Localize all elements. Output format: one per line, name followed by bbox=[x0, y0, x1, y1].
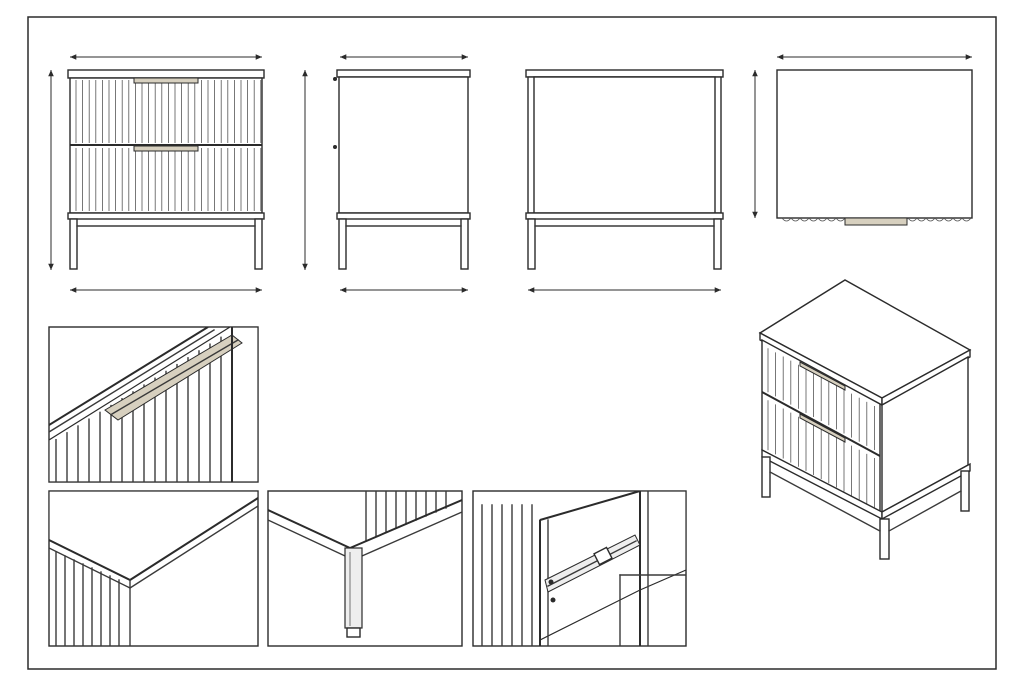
sheet-border bbox=[27, 16, 997, 670]
front-base-rail bbox=[67, 212, 265, 220]
front-view bbox=[48, 54, 265, 293]
flute-scallop bbox=[799, 217, 810, 222]
flute-scallop bbox=[916, 217, 927, 222]
side-handle-lower bbox=[333, 145, 337, 149]
side-right-leg bbox=[460, 218, 469, 270]
flute-scallop bbox=[790, 217, 801, 222]
flute-scallop bbox=[781, 217, 792, 222]
flute-scallop bbox=[952, 217, 963, 222]
top-view-handle bbox=[844, 217, 908, 226]
side-top-panel bbox=[336, 69, 471, 78]
iso-upper-handle bbox=[799, 361, 846, 391]
flute-scallop bbox=[826, 217, 837, 222]
back-base-rail bbox=[525, 212, 724, 220]
flute-scallop bbox=[835, 217, 846, 222]
leg-detail-flutes bbox=[365, 491, 447, 541]
flute-scallop bbox=[817, 217, 828, 222]
top-edge-detail-flutes bbox=[55, 551, 120, 646]
back-top-panel bbox=[525, 69, 724, 78]
drawer-slide-detail bbox=[472, 490, 687, 647]
front-lower-handle bbox=[133, 145, 199, 152]
top-surface bbox=[776, 69, 973, 219]
iso-drawer-divider bbox=[761, 391, 881, 457]
front-flutes bbox=[75, 80, 262, 211]
front-left-leg bbox=[69, 218, 78, 270]
side-left-leg bbox=[338, 218, 347, 270]
leg-detail bbox=[267, 490, 463, 647]
iso-front-flutes bbox=[767, 348, 875, 508]
leg-detail-leg bbox=[344, 547, 363, 629]
side-body bbox=[338, 76, 469, 214]
iso-leg-front-right bbox=[879, 518, 890, 560]
flute-scallop bbox=[934, 217, 945, 222]
top-edge-detail bbox=[48, 490, 259, 647]
flute-scallop bbox=[961, 217, 972, 222]
slide-detail-flutes bbox=[481, 504, 533, 646]
back-right-leg bbox=[713, 218, 722, 270]
back-left-leg bbox=[527, 218, 536, 270]
back-view bbox=[525, 69, 724, 293]
flute-scallop bbox=[808, 217, 819, 222]
flute-scallop bbox=[907, 217, 918, 222]
top-view bbox=[752, 54, 973, 226]
handle-detail bbox=[48, 326, 259, 483]
iso-lower-handle bbox=[799, 413, 846, 443]
iso-top-side-edge bbox=[881, 348, 971, 407]
side-view bbox=[302, 54, 471, 293]
front-upper-handle bbox=[133, 77, 199, 84]
leg-detail-foot bbox=[346, 627, 361, 638]
iso-leg-back-right bbox=[960, 470, 970, 512]
side-base-rail bbox=[336, 212, 471, 220]
front-right-leg bbox=[254, 218, 263, 270]
side-handle-upper bbox=[333, 77, 337, 81]
flute-scallop bbox=[943, 217, 954, 222]
back-inner-panel bbox=[533, 76, 716, 214]
flute-scallop bbox=[925, 217, 936, 222]
iso-base-side-rail bbox=[881, 462, 971, 521]
iso-leg-front-left bbox=[761, 456, 771, 498]
front-top-panel bbox=[67, 69, 265, 79]
isometric-view bbox=[758, 279, 972, 560]
